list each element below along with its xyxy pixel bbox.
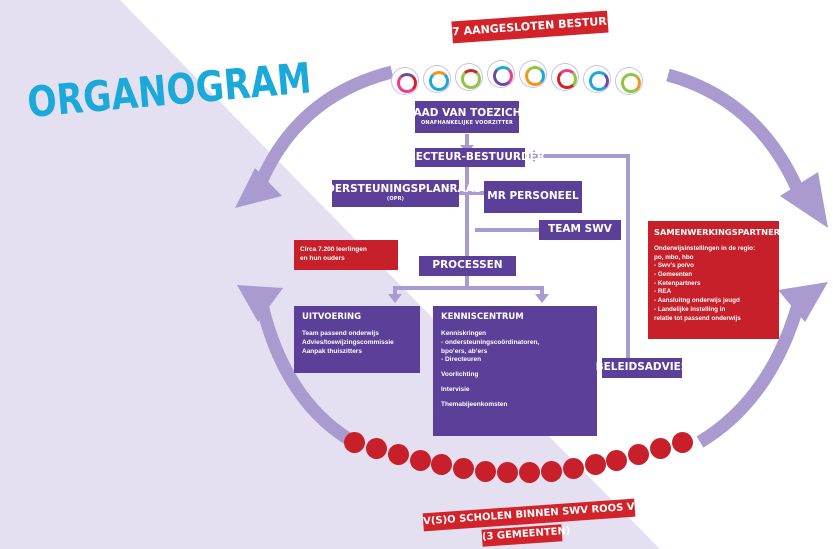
board-ring-inner (525, 66, 545, 87)
mr-personeel-box: MR PERSONEEL (484, 181, 582, 213)
partners-line: - Landelijke instelling in (654, 305, 726, 313)
partners-title: SAMENWERKINGSPARTNERS (654, 227, 787, 237)
school-dot (409, 449, 431, 471)
cycle-arrowhead-left-upper (235, 168, 282, 208)
raad-sublabel: ONAFHANKELIJKE VOORZITTER (420, 119, 513, 126)
raad-label: RAAD VAN TOEZICHT (405, 106, 529, 119)
partners-line: relatie tot passend onderwijs (654, 314, 741, 322)
leerlingen-box: Circa 7.200 leerlingen en hun ouders (294, 240, 398, 270)
board-ring-inner (461, 68, 481, 89)
raad-van-toezicht-box: RAAD VAN TOEZICHT ONAFHANKELIJKE VOORZIT… (405, 101, 529, 133)
opr-label: ONDERSTEUNINGSPLANRAAD (308, 183, 483, 196)
school-dot (344, 432, 365, 453)
mr-label: MR PERSONEEL (487, 190, 579, 203)
opr-sublabel: (OPR) (386, 196, 405, 203)
partners-line: Onderwijsinstellingen in de regio: (654, 245, 756, 252)
school-dot (650, 438, 672, 460)
beleid-label: BELEIDSADVIES (595, 361, 689, 374)
school-dot (606, 449, 628, 471)
ondersteuningsplanraad-box: ONDERSTEUNINGSPLANRAAD (OPR) (308, 180, 483, 207)
cycle-arrowhead-right-upper (780, 172, 828, 228)
kenniscentrum-line: Intervisie (441, 385, 470, 393)
leerlingen-line1: Circa 7.200 leerlingen (300, 246, 367, 253)
school-dot (628, 444, 650, 466)
uitvoering-line: Aanpak thuiszitters (302, 347, 362, 355)
uitvoering-line: Advies/toewijzingscommissie (302, 338, 394, 346)
kenniscentrum-box: KENNISCENTRUM Kenniskringen- ondersteuni… (433, 306, 597, 436)
samenwerkingspartners-box: SAMENWERKINGSPARTNERS Onderwijsinstellin… (648, 221, 787, 339)
board-ring (488, 61, 514, 88)
uitvoering-line: Team passend onderwijs (302, 330, 379, 337)
cycle-arrowhead-left-lower (237, 285, 283, 322)
board-ring-inner (493, 66, 513, 87)
uitvoering-box: UITVOERING Team passend onderwijs Advies… (294, 306, 420, 373)
school-dot (365, 438, 387, 460)
partners-line: - Swv’s po/vo (654, 262, 695, 270)
kenniscentrum-title: KENNISCENTRUM (441, 312, 524, 322)
beleidsadvies-box: BELEIDSADVIES (596, 358, 688, 378)
team-label: TEAM SWV (548, 223, 612, 236)
board-ring (616, 68, 642, 95)
leerlingen-line2: en hun ouders (300, 254, 345, 262)
board-ring-inner (397, 73, 417, 94)
kenniscentrum-line: Themabijeenkomsten (441, 400, 508, 408)
kenniscentrum-line: Voorlichting (441, 371, 479, 379)
processen-box: PROCESSEN (419, 256, 516, 276)
board-ring (520, 61, 546, 88)
board-ring-inner (429, 71, 449, 91)
school-dot (431, 454, 453, 476)
cycle-arc-bottom-left (255, 303, 354, 446)
partners-line: - Gemeenten (654, 271, 693, 279)
board-ring-inner (557, 68, 577, 89)
board-ring (424, 66, 450, 92)
cycle-arc-bottom-right (696, 303, 805, 448)
partners-line: - Aansluitng onderwijs jeugd (654, 297, 740, 305)
uitvoering-title: UITVOERING (302, 312, 362, 322)
directeur-bestuurder-box: DIRECTEUR-BESTUURDER (395, 148, 545, 167)
school-dot (672, 432, 693, 453)
school-dot (562, 457, 584, 479)
board-ring (584, 66, 610, 92)
partners-line: po, mbo, hbo (654, 253, 694, 261)
school-dot (584, 454, 606, 476)
cycle-arrowhead-right-lower (778, 282, 828, 322)
school-dot (497, 461, 519, 483)
kenniscentrum-line: - Directeuren (441, 356, 482, 364)
board-ring (456, 63, 482, 90)
board-ring (392, 68, 418, 95)
school-dot (540, 460, 562, 482)
partners-lines: Onderwijsinstellingen in de regio:po, mb… (654, 245, 773, 323)
cycle-arc-top-right (666, 68, 806, 198)
team-swv-box: TEAM SWV (539, 220, 621, 240)
board-ring (552, 63, 578, 90)
cycle-arc-top-left (256, 65, 394, 183)
bottom-banner-text2: (3 GEMEENTEN) (481, 525, 571, 543)
kenniscentrum-line: bpo’ers, ab’ers (441, 347, 488, 355)
school-dot (387, 444, 409, 466)
partners-line: - Ketenpartners (654, 279, 701, 287)
kenniscentrum-line: Kenniskringen (441, 330, 487, 337)
board-ring-inner (621, 73, 641, 94)
directeur-label: DIRECTEUR-BESTUURDER (395, 150, 545, 163)
kenniscentrum-line: - ondersteuningscoördinatoren, (441, 338, 540, 346)
kenniscentrum-lines: Kenniskringen- ondersteuningscoördinator… (441, 330, 589, 409)
school-dot (518, 461, 540, 483)
processen-label: PROCESSEN (432, 259, 503, 272)
school-dot (475, 460, 497, 482)
board-ring-inner (589, 71, 609, 91)
school-dot (453, 457, 475, 479)
partners-line: - REA (654, 288, 672, 296)
